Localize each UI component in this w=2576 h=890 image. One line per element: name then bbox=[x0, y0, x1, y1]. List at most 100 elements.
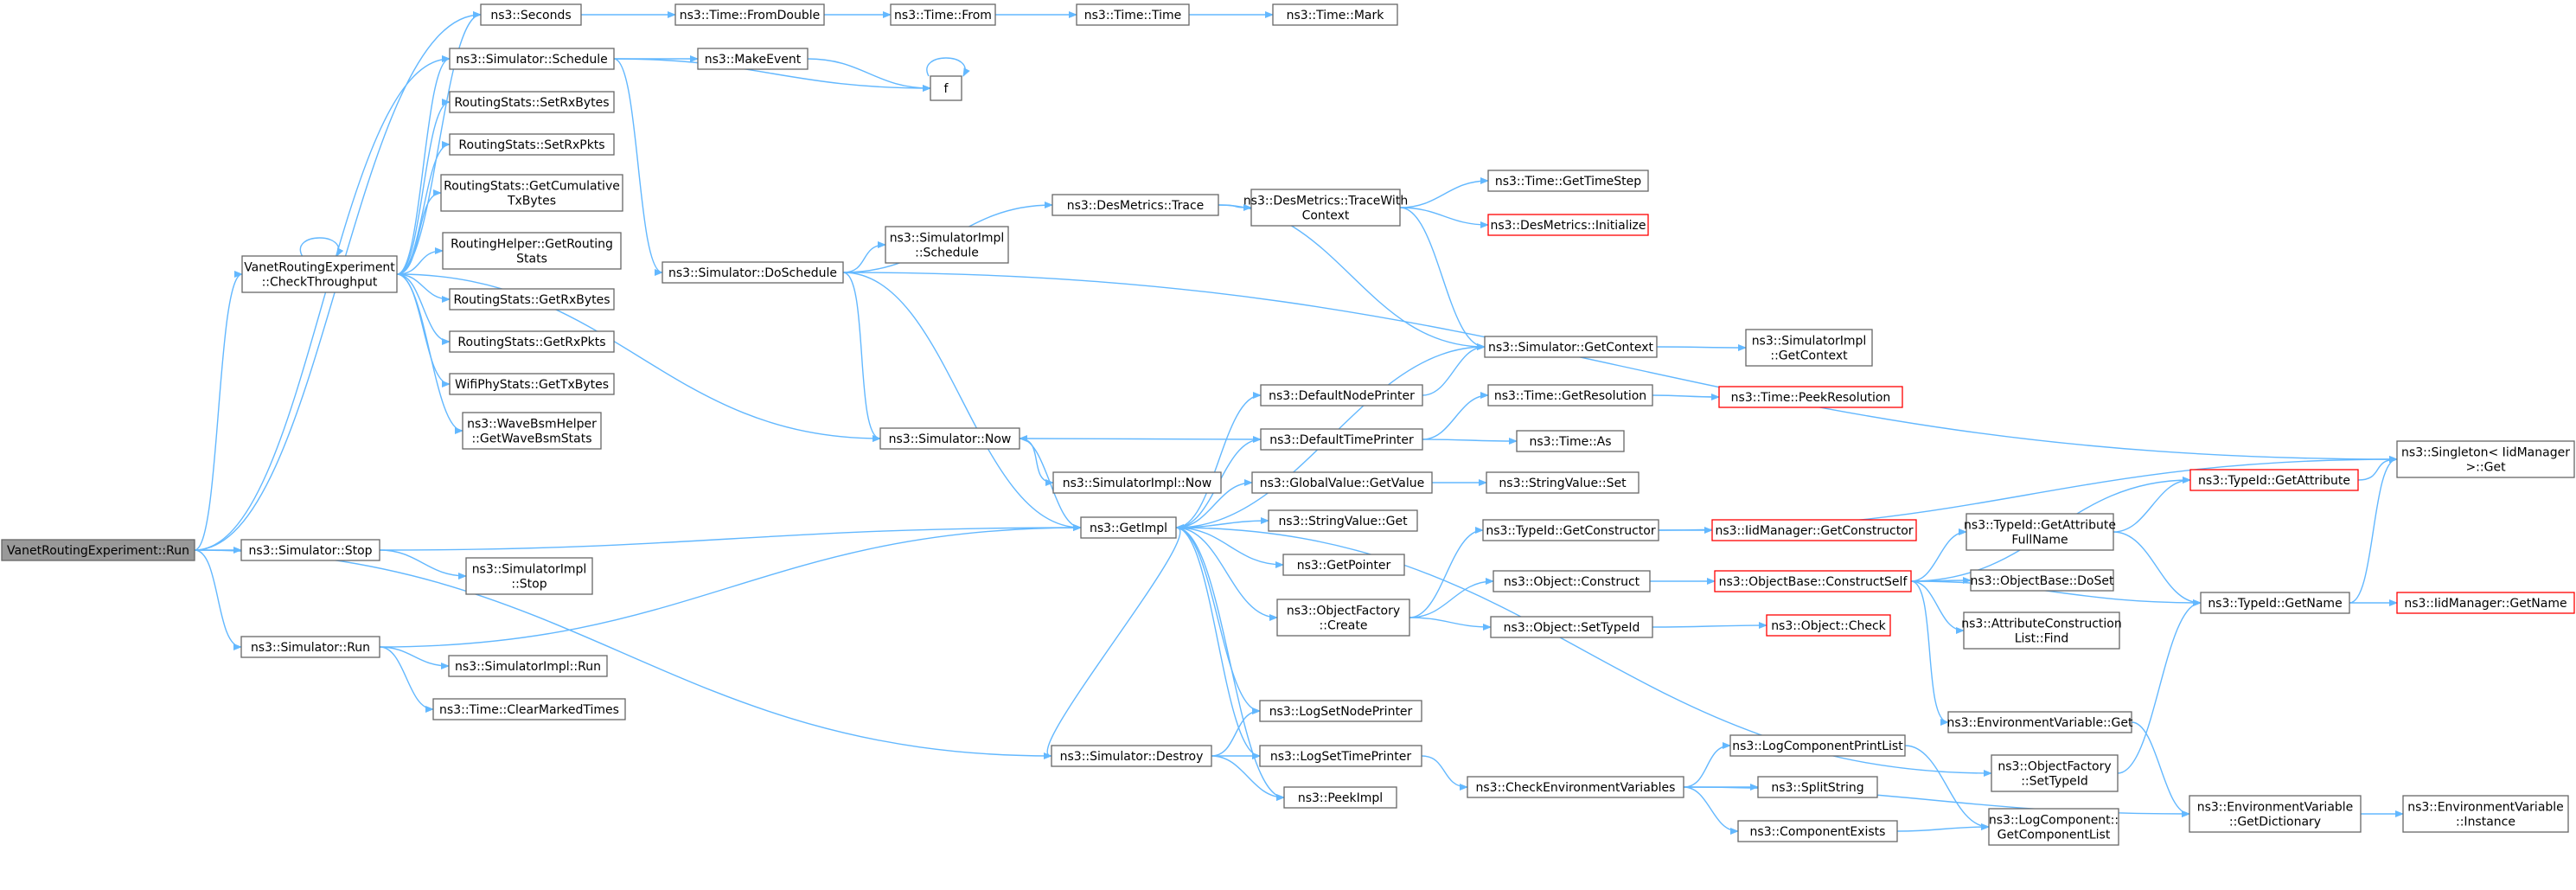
node-setrxpkts[interactable]: RoutingStats::SetRxPkts bbox=[449, 133, 615, 156]
node-label: ns3::LogComponentPrintList bbox=[1732, 740, 1903, 753]
node-from[interactable]: ns3::Time::From bbox=[890, 3, 996, 26]
node-simrun[interactable]: ns3::Simulator::Run bbox=[240, 636, 380, 658]
node-f[interactable]: f bbox=[930, 75, 962, 101]
node-envinstance[interactable]: ns3::EnvironmentVariable::Instance bbox=[2402, 795, 2569, 833]
node-destrace[interactable]: ns3::DesMetrics::Trace bbox=[1051, 194, 1219, 216]
node-getconstructor[interactable]: ns3::TypeId::GetConstructor bbox=[1482, 519, 1659, 541]
node-timeas[interactable]: ns3::Time::As bbox=[1516, 430, 1625, 452]
node-stringvalueset[interactable]: ns3::StringValue::Set bbox=[1486, 471, 1640, 494]
node-label: ns3::EnvironmentVariable bbox=[2407, 801, 2564, 815]
node-iidgetconstructor[interactable]: ns3::IidManager::GetConstructor bbox=[1711, 519, 1917, 541]
node-simstop[interactable]: ns3::Simulator::Stop bbox=[240, 539, 380, 561]
node-simdestroy[interactable]: ns3::Simulator::Destroy bbox=[1051, 745, 1212, 767]
node-objectconstruct[interactable]: ns3::Object::Construct bbox=[1493, 570, 1651, 592]
node-makeevent[interactable]: ns3::MakeEvent bbox=[697, 48, 809, 70]
node-envget[interactable]: ns3::EnvironmentVariable::Get bbox=[1947, 711, 2133, 733]
node-peekresolution[interactable]: ns3::Time::PeekResolution bbox=[1718, 386, 1903, 408]
node-label: ns3::StringValue::Set bbox=[1499, 477, 1627, 490]
node-label: ns3::SplitString bbox=[1771, 781, 1863, 795]
node-label: ns3::ObjectFactory bbox=[1287, 605, 1400, 618]
node-simimplschedule[interactable]: ns3::SimulatorImpl::Schedule bbox=[885, 226, 1009, 264]
node-label: ns3::GetImpl bbox=[1090, 522, 1167, 535]
node-globalvalue[interactable]: ns3::GlobalValue::GetValue bbox=[1251, 471, 1433, 494]
node-clearmarked[interactable]: ns3::Time::ClearMarkedTimes bbox=[432, 698, 626, 720]
node-envgetdict[interactable]: ns3::EnvironmentVariable::GetDictionary bbox=[2189, 795, 2362, 833]
node-splitstring[interactable]: ns3::SplitString bbox=[1757, 776, 1878, 798]
node-objfactorycreate[interactable]: ns3::ObjectFactory::Create bbox=[1276, 599, 1410, 637]
node-gettxbytes[interactable]: WifiPhyStats::GetTxBytes bbox=[449, 373, 615, 395]
node-desinit[interactable]: ns3::DesMetrics::Initialize bbox=[1487, 214, 1649, 236]
node-fromdouble[interactable]: ns3::Time::FromDouble bbox=[674, 3, 825, 26]
node-box bbox=[1052, 471, 1222, 494]
node-implrun[interactable]: ns3::SimulatorImpl::Run bbox=[448, 655, 608, 677]
node-defaultnodeprinter[interactable]: ns3::DefaultNodePrinter bbox=[1260, 384, 1423, 407]
node-getresolution[interactable]: ns3::Time::GetResolution bbox=[1487, 384, 1653, 407]
node-wavebsm[interactable]: ns3::WaveBsmHelper::GetWaveBsmStats bbox=[462, 412, 602, 450]
node-box bbox=[1487, 214, 1649, 236]
edge-doschedule-to-simnow bbox=[842, 272, 881, 442]
node-implnow[interactable]: ns3::SimulatorImpl::Now bbox=[1052, 471, 1222, 494]
node-time[interactable]: ns3::Time::Time bbox=[1076, 3, 1190, 26]
node-gettimestep[interactable]: ns3::Time::GetTimeStep bbox=[1487, 170, 1649, 192]
node-label: ns3::Object::Check bbox=[1771, 619, 1886, 633]
node-getcomplist[interactable]: ns3::LogComponent::GetComponentList bbox=[1988, 808, 2119, 846]
node-objfactorysettypeid[interactable]: ns3::ObjectFactory::SetTypeId bbox=[1991, 754, 2119, 792]
edge-tracewithcontext-to-desinit bbox=[1399, 207, 1489, 228]
node-getattribute[interactable]: ns3::TypeId::GetAttribute bbox=[2189, 469, 2359, 491]
node-label: Context bbox=[1302, 209, 1350, 223]
node-objectcheck[interactable]: ns3::Object::Check bbox=[1766, 614, 1891, 637]
edge-getimpl-to-getpointer bbox=[1175, 527, 1284, 568]
edge-checkthroughput-to-getrxbytes bbox=[396, 273, 451, 303]
node-stringvalueget[interactable]: ns3::StringValue::Get bbox=[1268, 509, 1418, 532]
node-logsettime[interactable]: ns3::LogSetTimePrinter bbox=[1259, 745, 1422, 767]
node-label: ns3::PeekImpl bbox=[1298, 791, 1383, 805]
node-getrxpkts[interactable]: RoutingStats::GetRxPkts bbox=[449, 330, 615, 353]
node-mark[interactable]: ns3::Time::Mark bbox=[1272, 3, 1398, 26]
node-constructself[interactable]: ns3::ObjectBase::ConstructSelf bbox=[1714, 570, 1912, 592]
node-settypeid[interactable]: ns3::Object::SetTypeId bbox=[1490, 616, 1653, 638]
edge-getimpl-to-defaultnodeprinter bbox=[1175, 392, 1262, 528]
node-implgetcontext[interactable]: ns3::SimulatorImpl::GetContext bbox=[1745, 329, 1873, 367]
node-label: RoutingStats::SetRxBytes bbox=[454, 96, 609, 110]
edge-checkthroughput-to-wavebsm bbox=[396, 273, 463, 434]
node-label: ns3::GlobalValue::GetValue bbox=[1260, 477, 1424, 490]
node-box bbox=[1260, 384, 1423, 407]
node-singletonget[interactable]: ns3::Singleton< IidManager>::Get bbox=[2396, 440, 2575, 478]
node-checkthroughput[interactable]: VanetRoutingExperiment::CheckThroughput bbox=[241, 255, 398, 293]
node-implstop[interactable]: ns3::SimulatorImpl::Stop bbox=[465, 557, 593, 595]
node-defaulttimeprinter[interactable]: ns3::DefaultTimePrinter bbox=[1260, 428, 1423, 451]
node-logsetnode[interactable]: ns3::LogSetNodePrinter bbox=[1259, 700, 1422, 722]
node-iidgetname[interactable]: ns3::IidManager::GetName bbox=[2396, 592, 2575, 614]
node-getimpl[interactable]: ns3::GetImpl bbox=[1080, 516, 1177, 539]
node-schedule[interactable]: ns3::Simulator::Schedule bbox=[449, 48, 615, 70]
node-simnow[interactable]: ns3::Simulator::Now bbox=[879, 427, 1020, 450]
node-label: ns3::CheckEnvironmentVariables bbox=[1476, 781, 1676, 795]
node-getpointer[interactable]: ns3::GetPointer bbox=[1282, 554, 1405, 576]
node-setrxbytes[interactable]: RoutingStats::SetRxBytes bbox=[449, 91, 615, 113]
node-label: ns3::DesMetrics::Initialize bbox=[1490, 219, 1646, 233]
node-doschedule[interactable]: ns3::Simulator::DoSchedule bbox=[662, 261, 844, 284]
edge-objfactorycreate-to-getconstructor bbox=[1409, 527, 1484, 618]
node-compexists[interactable]: ns3::ComponentExists bbox=[1737, 820, 1898, 842]
node-label: RoutingHelper::GetRouting bbox=[451, 238, 613, 252]
edge-getimpl-to-objfactorycreate bbox=[1175, 527, 1278, 621]
node-checkenv[interactable]: ns3::CheckEnvironmentVariables bbox=[1467, 776, 1684, 798]
node-doset[interactable]: ns3::ObjectBase::DoSet bbox=[1970, 569, 2114, 592]
node-box bbox=[2189, 795, 2362, 833]
node-typeidgetname[interactable]: ns3::TypeId::GetName bbox=[2200, 592, 2350, 614]
node-box bbox=[1711, 519, 1917, 541]
node-label: ns3::WaveBsmHelper bbox=[467, 418, 597, 432]
node-label: ::Stop bbox=[511, 578, 547, 592]
node-getrxbytes[interactable]: RoutingStats::GetRxBytes bbox=[449, 288, 615, 311]
node-box bbox=[1283, 786, 1397, 809]
node-logcompprint[interactable]: ns3::LogComponentPrintList bbox=[1729, 734, 1906, 757]
node-seconds[interactable]: ns3::Seconds bbox=[480, 3, 582, 26]
node-peekimpl[interactable]: ns3::PeekImpl bbox=[1283, 786, 1397, 809]
node-getcontext[interactable]: ns3::Simulator::GetContext bbox=[1484, 336, 1658, 358]
node-run[interactable]: VanetRoutingExperiment::Run bbox=[1, 539, 195, 561]
